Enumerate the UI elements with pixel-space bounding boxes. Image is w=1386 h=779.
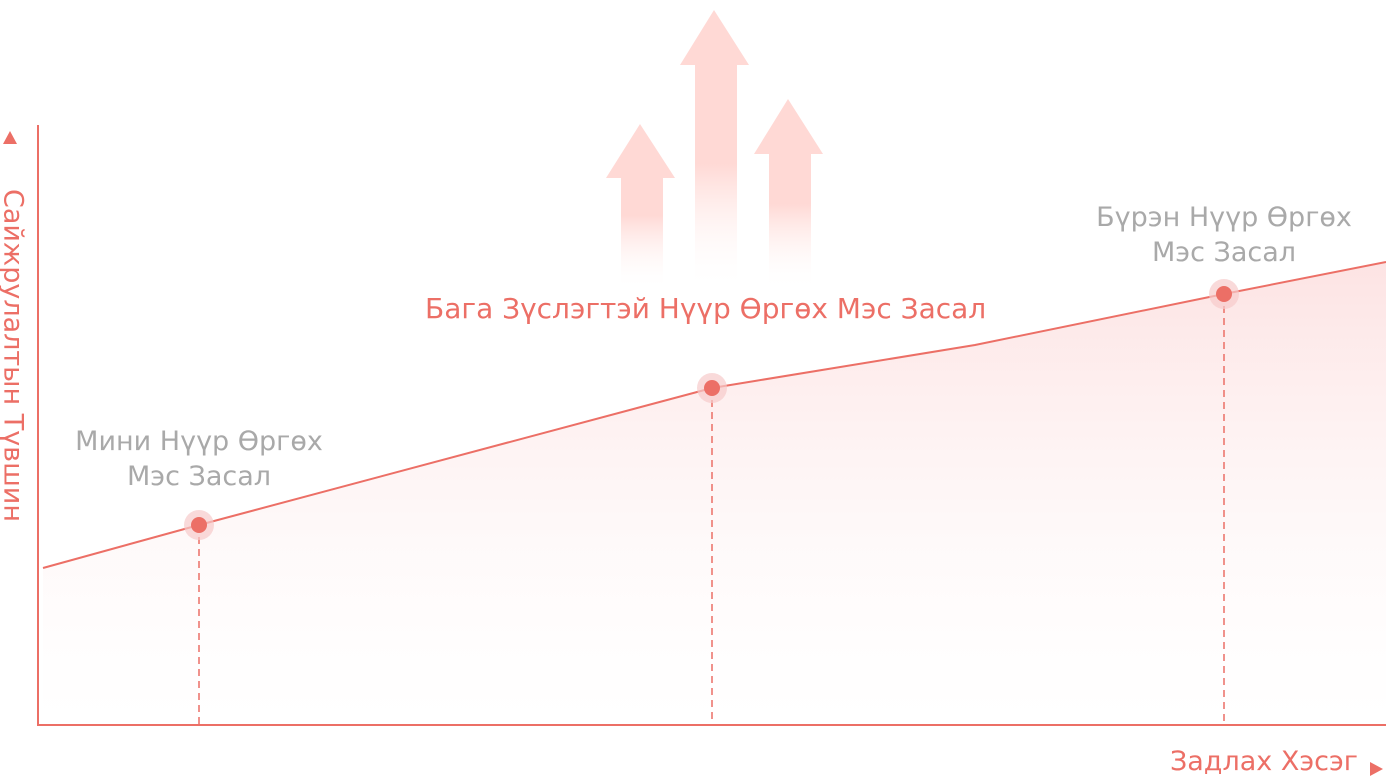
arrow-up-icon	[680, 10, 749, 290]
area-fill	[43, 262, 1386, 725]
label-line: Мэс Засал	[1151, 237, 1297, 268]
arrow-up-icon	[606, 124, 675, 290]
y-axis-arrow-icon	[3, 131, 17, 144]
label-line: Мэс Засал	[126, 461, 272, 492]
data-point	[697, 373, 727, 403]
point-label-mini: Мини Нүүр Өргөх Мэс Засал	[49, 424, 349, 494]
arrow-up-icon	[754, 99, 823, 290]
data-point	[1209, 279, 1239, 309]
growth-arrows-icon	[606, 10, 823, 290]
label-line: Мини Нүүр Өргөх	[75, 426, 323, 457]
point-label-minimal-incision: Бага Зүслэгтэй Нүүр Өргөх Мэс Засал	[425, 292, 987, 325]
x-axis-label: Задлах Хэсэг	[1169, 746, 1358, 777]
trend-line	[42, 261, 1386, 569]
x-axis-arrow-icon	[1370, 762, 1383, 776]
label-line: Бүрэн Нүүр Өргөх	[1096, 202, 1352, 233]
point-label-full: Бүрэн Нүүр Өргөх Мэс Засал	[1074, 200, 1374, 270]
data-point	[184, 510, 214, 540]
y-axis-label: Сайжрулалтын Түвшин	[0, 188, 29, 523]
